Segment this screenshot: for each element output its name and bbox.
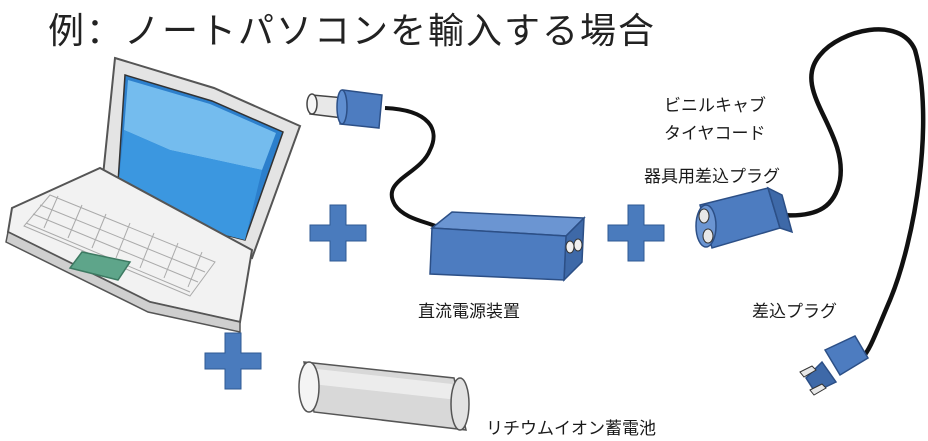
- appliance-inlet-plug-label: 器具用差込プラグ: [644, 167, 780, 187]
- appliance-plug-icon: [695, 186, 794, 249]
- dc-power-supply-label: 直流電源装置: [418, 302, 520, 322]
- plus-icon: [204, 332, 262, 390]
- touchpad: [68, 251, 132, 281]
- dc-connector-icon: [306, 89, 383, 129]
- dc-cable: [384, 106, 446, 232]
- plus-icon: [309, 204, 367, 262]
- power-adapter-icon: [429, 211, 586, 282]
- ac-plug-icon: [799, 335, 870, 396]
- battery-icon: [298, 361, 470, 431]
- vinyl-cabtire-cord-label-line2: タイヤコード: [664, 124, 766, 144]
- plug-label: 差込プラグ: [752, 302, 837, 322]
- vinyl-cabtire-cord-label-line1: ビニルキャブ: [664, 96, 766, 116]
- page-title: 例：ノートパソコンを輸入する場合: [48, 11, 657, 52]
- plus-icon: [607, 204, 665, 262]
- li-ion-battery-label: リチウムイオン蓄電池: [486, 419, 656, 439]
- vinyl-cabtire-cord-label: ビニルキャブ タイヤコード: [664, 92, 766, 148]
- laptop-icon: [5, 56, 302, 333]
- vinyl-cabtire-cord: [779, 27, 926, 360]
